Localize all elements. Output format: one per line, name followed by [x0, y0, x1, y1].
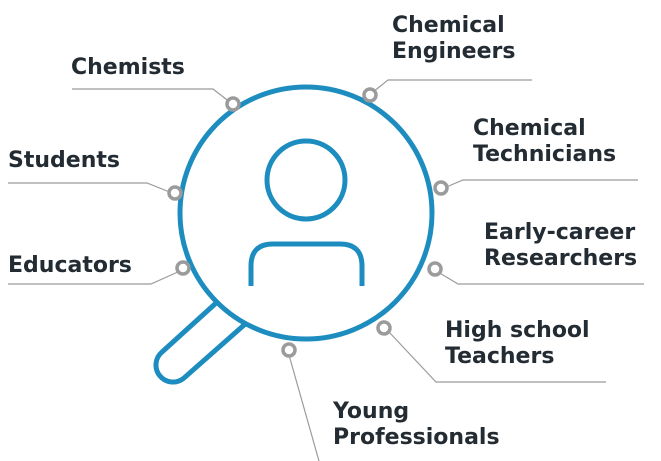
label-young-professionals: Young Professionals: [333, 399, 500, 450]
node-students: [167, 185, 183, 201]
node-high-school: [376, 320, 392, 336]
label-high-school-teachers: High school Teachers: [445, 318, 590, 369]
node-chemical-technicians: [433, 180, 449, 196]
node-young-professionals: [281, 342, 297, 358]
connector-high-school: [388, 331, 606, 383]
label-chemical-technicians: Chemical Technicians: [473, 116, 617, 167]
label-educators: Educators: [8, 253, 132, 278]
connector-early-career: [437, 271, 644, 285]
connector-educators: [8, 270, 181, 285]
node-chemists: [225, 96, 241, 112]
magnifier-handle: [153, 291, 255, 385]
connector-chemical-engineers: [372, 79, 532, 93]
label-chemical-engineers: Chemical Engineers: [392, 13, 516, 64]
connector-students: [8, 182, 173, 194]
magnifying-glass-icon: [153, 84, 435, 385]
node-early-career: [427, 261, 443, 277]
magnifier-lens: [177, 84, 435, 342]
user-head: [264, 138, 348, 222]
node-educators: [175, 260, 191, 276]
user-icon: [248, 138, 365, 286]
label-students: Students: [8, 148, 120, 173]
label-early-career-researchers: Early-career Researchers: [484, 220, 638, 271]
node-chemical-engineers: [362, 87, 378, 103]
connector-young-professionals: [288, 354, 320, 461]
user-body: [248, 241, 365, 286]
label-chemists: Chemists: [71, 55, 185, 80]
connector-chemists: [72, 88, 232, 104]
connector-chemical-technicians: [443, 179, 638, 189]
